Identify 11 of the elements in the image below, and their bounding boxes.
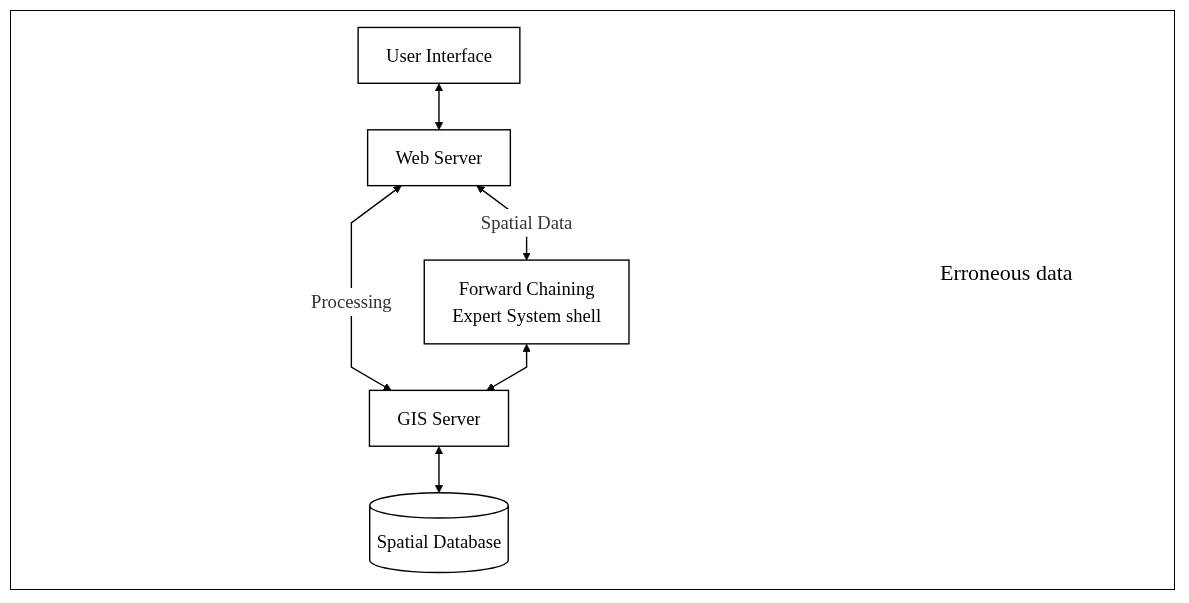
arrow: [434, 83, 444, 131]
note-text: Erroneous data: [940, 260, 1073, 286]
arrow: [434, 446, 444, 494]
node-box: User Interface: [357, 26, 521, 84]
node-box: Web Server: [366, 129, 512, 187]
node-box: Forward Chaining Expert System shell: [423, 259, 630, 345]
edge-label: Spatial Data: [480, 212, 573, 234]
arrow: [486, 343, 531, 391]
edge-label: Processing: [311, 291, 392, 313]
arrow: [350, 185, 402, 391]
node-box: GIS Server: [368, 389, 510, 447]
